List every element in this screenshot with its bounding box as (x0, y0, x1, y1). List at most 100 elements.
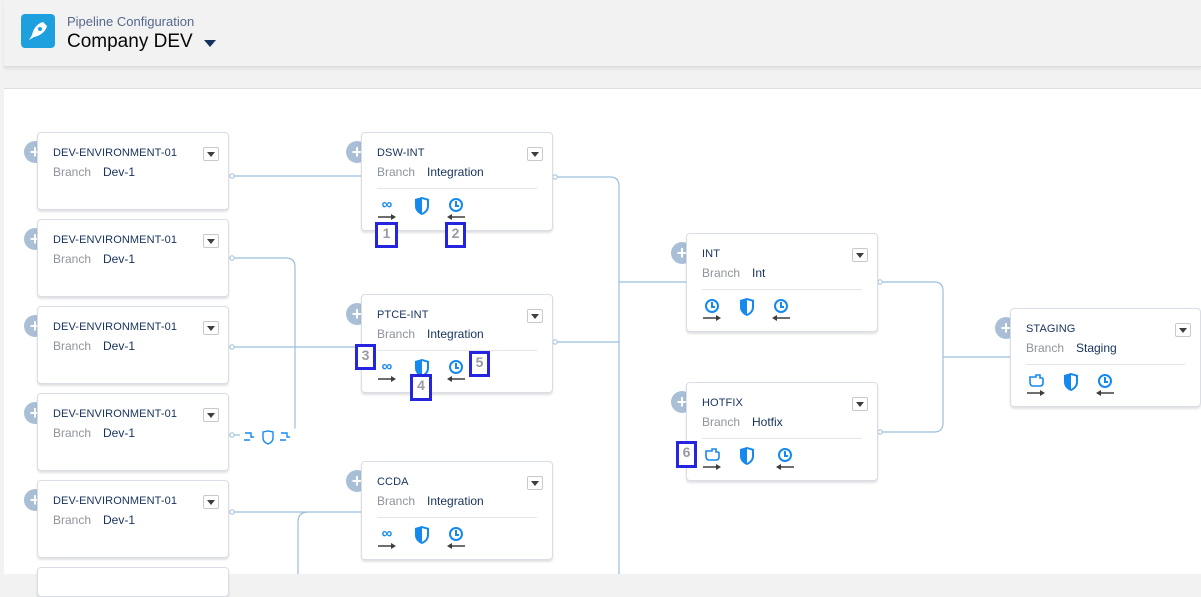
shield-icon (740, 447, 754, 465)
infinity-icon: ∞ (381, 525, 393, 542)
environment-name: DEV-ENVIRONMENT-01 (53, 495, 178, 507)
scheduled-back-promote-button[interactable] (1095, 373, 1115, 399)
branch-value: Hotfix (752, 415, 783, 429)
scheduled-back-promote-button[interactable] (771, 298, 791, 324)
environment-name: HOTFIX (702, 397, 743, 409)
branch-label: Branch (702, 415, 741, 429)
card-divider (377, 188, 537, 189)
branch-label: Branch (377, 165, 416, 179)
infinity-icon: ∞ (381, 196, 393, 213)
annotation-badge-5: 5 (469, 351, 490, 377)
arrow-right-icon (378, 376, 396, 382)
quality-gate-button[interactable] (413, 525, 433, 551)
page-header: Pipeline Configuration Company DEV (4, 0, 1201, 67)
clock-icon (449, 360, 463, 374)
card-menu-button[interactable] (527, 147, 543, 161)
arrow-right-icon (703, 315, 721, 321)
shield-icon (415, 197, 429, 215)
clock-icon (449, 198, 463, 212)
environment-name: CCDA (377, 476, 409, 488)
environment-card[interactable]: DEV-ENVIRONMENT-01 Branch Dev-1 (37, 393, 229, 471)
manual-promote-button[interactable] (702, 447, 722, 473)
hand-icon (705, 448, 720, 461)
card-menu-button[interactable] (852, 397, 868, 411)
environment-name: DEV-ENVIRONMENT-01 (53, 408, 178, 420)
arrow-right-icon (378, 214, 396, 220)
branch-value: Dev-1 (103, 252, 136, 266)
auto-promote-button[interactable]: ∞ (377, 197, 397, 223)
quality-gate-button[interactable] (738, 297, 758, 323)
environment-card[interactable]: STAGING Branch Staging (1010, 308, 1201, 407)
shield-icon (415, 359, 429, 377)
pipeline-canvas: + DEV-ENVIRONMENT-01 Branch Dev-1 + DEV-… (4, 88, 1201, 597)
environment-name: INT (702, 248, 721, 260)
scheduled-back-promote-button[interactable] (446, 526, 466, 552)
card-menu-button[interactable] (527, 476, 543, 490)
manual-promote-button[interactable] (1026, 373, 1046, 399)
scheduled-back-promote-button[interactable] (446, 197, 466, 223)
scheduled-back-promote-button[interactable] (446, 359, 466, 385)
card-divider (702, 438, 862, 439)
arrow-right-icon (378, 543, 396, 549)
branch-value: Dev-1 (103, 339, 136, 353)
environment-card[interactable]: DEV-ENVIRONMENT-01 Branch Dev-1 (37, 132, 229, 210)
branch-label: Branch (377, 494, 416, 508)
environment-name: DEV-ENVIRONMENT-01 (53, 321, 178, 333)
chevron-down-icon[interactable] (204, 40, 216, 47)
arrow-right-icon (703, 464, 721, 470)
environment-card[interactable]: PTCE-INT Branch Integration ∞ (361, 294, 553, 393)
environment-name: PTCE-INT (377, 309, 429, 321)
card-menu-button[interactable] (203, 495, 219, 509)
arrow-left-icon (772, 315, 790, 321)
branch-label: Branch (53, 339, 92, 353)
auto-promote-button[interactable]: ∞ (377, 359, 397, 385)
environment-card-partial[interactable] (37, 567, 229, 597)
card-divider (377, 350, 537, 351)
environment-card[interactable]: CCDA Branch Integration ∞ (361, 461, 553, 560)
branch-label: Branch (702, 266, 741, 280)
clock-icon (774, 299, 788, 313)
arrow-left-icon (1096, 390, 1114, 396)
arrow-right-icon (1027, 390, 1045, 396)
branch-value: Integration (427, 494, 484, 508)
card-menu-button[interactable] (203, 234, 219, 248)
card-divider (1026, 364, 1185, 365)
environment-card[interactable]: HOTFIX Branch Hotfix (686, 382, 878, 481)
branch-label: Branch (377, 327, 416, 341)
card-divider (377, 517, 537, 518)
environment-card[interactable]: DEV-ENVIRONMENT-01 Branch Dev-1 (37, 480, 229, 558)
branch-value: Integration (427, 327, 484, 341)
branch-label: Branch (53, 426, 92, 440)
annotation-badge-3: 3 (355, 344, 376, 370)
environment-name: DEV-ENVIRONMENT-01 (53, 147, 178, 159)
arrow-left-icon (447, 376, 465, 382)
annotation-badge-4: 4 (410, 374, 432, 401)
arrow-left-icon (447, 543, 465, 549)
card-menu-button[interactable] (203, 321, 219, 335)
clock-icon (705, 299, 719, 313)
arrow-left-icon (776, 464, 794, 470)
clock-icon (778, 448, 792, 462)
quality-gate-button[interactable] (1062, 372, 1082, 398)
branch-value: Int (752, 266, 766, 280)
scheduled-back-promote-button[interactable] (775, 447, 795, 473)
quality-gate-button[interactable] (738, 446, 758, 472)
scheduled-promote-button[interactable] (702, 298, 722, 324)
quality-gate-button[interactable] (413, 196, 433, 222)
card-menu-button[interactable] (203, 408, 219, 422)
card-menu-button[interactable] (1175, 323, 1191, 337)
branch-label: Branch (1026, 341, 1065, 355)
environment-card[interactable]: DEV-ENVIRONMENT-01 Branch Dev-1 (37, 219, 229, 297)
card-menu-button[interactable] (527, 309, 543, 323)
card-menu-button[interactable] (852, 248, 868, 262)
card-menu-button[interactable] (203, 147, 219, 161)
branch-value: Dev-1 (103, 513, 136, 527)
auto-promote-button[interactable]: ∞ (377, 526, 397, 552)
environment-card[interactable]: DEV-ENVIRONMENT-01 Branch Dev-1 (37, 306, 229, 384)
branch-value: Dev-1 (103, 426, 136, 440)
infinity-icon: ∞ (381, 358, 393, 375)
environment-card[interactable]: INT Branch Int (686, 233, 878, 332)
environment-card[interactable]: DSW-INT Branch Integration ∞ (361, 132, 553, 231)
shield-icon (415, 526, 429, 544)
quality-gate-button[interactable] (413, 358, 433, 384)
